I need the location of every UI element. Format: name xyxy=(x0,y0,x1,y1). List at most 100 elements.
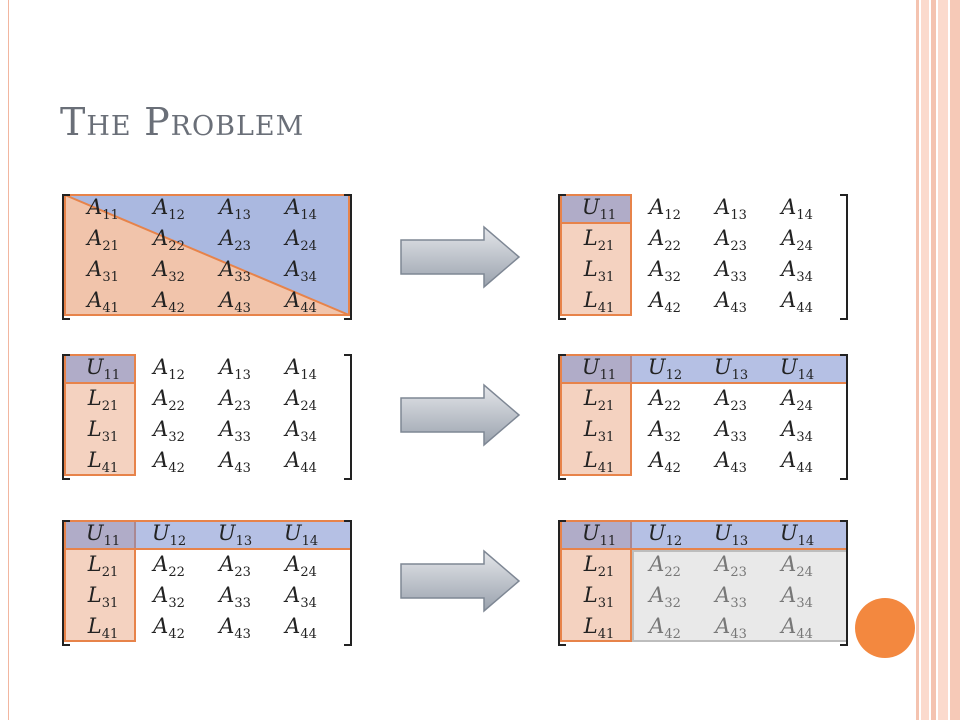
cell-symbol: A xyxy=(285,195,301,219)
cell-index: 13 xyxy=(730,208,747,224)
cell-symbol: L xyxy=(583,417,598,441)
matrix-cell: U12 xyxy=(632,352,698,383)
cell-symbol: A xyxy=(153,195,169,219)
matrix-cell: A42 xyxy=(136,445,202,476)
matrix-cell: A34 xyxy=(764,580,830,611)
matrix-cell: U11 xyxy=(566,192,632,223)
matrix-cell: A42 xyxy=(136,611,202,642)
cell-symbol: L xyxy=(583,226,598,250)
matrix-cell: A32 xyxy=(632,580,698,612)
right-bracket xyxy=(344,520,352,646)
cell-symbol: A xyxy=(715,226,731,250)
cell-index: 32 xyxy=(664,596,681,612)
left-bracket xyxy=(62,194,70,320)
matrix-cell: U11 xyxy=(566,518,632,549)
cell-symbol: U xyxy=(217,521,236,545)
cell-index: 42 xyxy=(664,301,681,317)
cell-index: 23 xyxy=(234,239,251,255)
cell-index: 24 xyxy=(796,239,813,255)
left-bracket xyxy=(558,520,566,646)
decor-stripe-4 xyxy=(938,0,948,720)
cell-index: 14 xyxy=(796,208,813,224)
matrix-cell: U11 xyxy=(70,518,136,549)
matrix-cell: U13 xyxy=(698,518,764,549)
matrix-cell: A12 xyxy=(136,192,202,224)
matrix-cell: A43 xyxy=(698,611,764,642)
left-bracket xyxy=(62,354,70,480)
cell-index: 12 xyxy=(664,208,681,224)
cell-symbol: L xyxy=(583,583,598,607)
cell-symbol: A xyxy=(715,386,731,410)
cell-symbol: A xyxy=(219,614,235,638)
cell-symbol: A xyxy=(87,226,103,250)
cell-index: 12 xyxy=(168,208,185,224)
title-cap-2: P xyxy=(144,100,171,144)
matrix-cell: U14 xyxy=(268,518,334,550)
matrix-cell: L31 xyxy=(70,414,136,445)
cell-index: 21 xyxy=(597,399,615,415)
cell-index: 13 xyxy=(234,368,251,384)
cell-symbol: U xyxy=(713,521,732,545)
cell-index: 13 xyxy=(234,208,251,224)
cell-index: 44 xyxy=(796,301,813,317)
cell-symbol: A xyxy=(715,583,731,607)
cell-index: 12 xyxy=(168,368,185,384)
cell-symbol: L xyxy=(583,448,598,472)
cell-index: 31 xyxy=(102,270,119,286)
decor-stripe-1 xyxy=(916,0,919,720)
cell-index: 43 xyxy=(234,301,251,317)
cell-index: 11 xyxy=(599,368,617,384)
cell-symbol: A xyxy=(649,583,665,607)
cell-index: 33 xyxy=(234,596,251,612)
cell-symbol: A xyxy=(219,288,235,312)
cell-index: 41 xyxy=(102,301,119,317)
trailing-submatrix-highlight xyxy=(632,550,848,642)
title-rest-2: ROBLEM xyxy=(170,111,305,142)
right-bracket xyxy=(840,354,848,480)
cell-index: 14 xyxy=(301,534,319,550)
cell-symbol: A xyxy=(715,614,731,638)
cell-index: 41 xyxy=(101,627,119,643)
matrix-cell: A23 xyxy=(202,223,268,255)
cell-index: 34 xyxy=(300,270,317,286)
cell-symbol: U xyxy=(581,195,600,219)
cell-symbol: L xyxy=(87,386,102,410)
matrix-cell: A13 xyxy=(202,352,268,384)
cell-index: 22 xyxy=(664,399,681,415)
right-bracket xyxy=(840,520,848,646)
cell-symbol: L xyxy=(583,614,598,638)
matrix-cell: A22 xyxy=(632,383,698,415)
matrix-cell: A12 xyxy=(632,192,698,224)
matrix-cell: A13 xyxy=(698,192,764,224)
cell-index: 14 xyxy=(300,208,317,224)
cell-symbol: A xyxy=(153,417,169,441)
cell-index: 42 xyxy=(664,461,681,477)
cell-symbol: A xyxy=(781,257,797,281)
cell-index: 41 xyxy=(597,627,615,643)
cell-symbol: A xyxy=(285,386,301,410)
cell-symbol: A xyxy=(781,583,797,607)
cell-index: 42 xyxy=(664,627,681,643)
cell-symbol: A xyxy=(153,257,169,281)
cell-index: 14 xyxy=(300,368,317,384)
matrix-cell: A32 xyxy=(632,254,698,285)
matrix-cell: A43 xyxy=(202,445,268,476)
matrix-cell: A33 xyxy=(202,414,268,446)
cell-index: 33 xyxy=(234,430,251,446)
cell-index: 44 xyxy=(300,627,317,643)
matrix-cell: A43 xyxy=(202,285,268,317)
cell-symbol: A xyxy=(649,417,665,441)
matrix-cell: A34 xyxy=(268,254,334,286)
title-rest-1: HE xyxy=(86,111,132,142)
cell-index: 44 xyxy=(300,301,317,317)
cell-symbol: A xyxy=(781,417,797,441)
right-arrow-icon xyxy=(400,225,521,289)
cell-index: 43 xyxy=(730,461,747,477)
matrix-cell: U12 xyxy=(632,518,698,549)
cell-index: 22 xyxy=(664,239,681,255)
cell-symbol: A xyxy=(219,386,235,410)
cell-symbol: U xyxy=(85,521,104,545)
